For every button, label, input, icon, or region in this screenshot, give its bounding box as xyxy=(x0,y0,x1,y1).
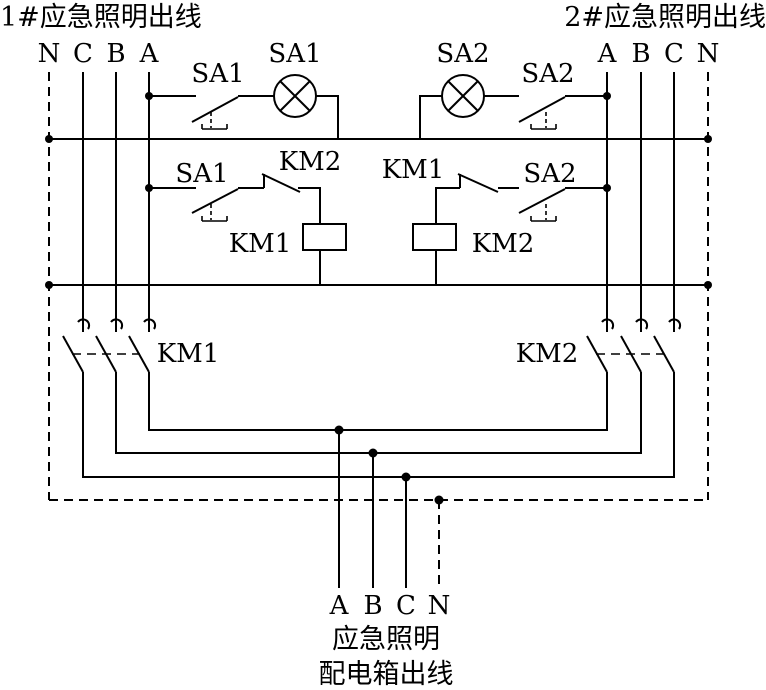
node xyxy=(704,281,712,289)
right-phase-a: A xyxy=(597,39,618,69)
left-phase-a: A xyxy=(139,39,160,69)
sa1-mid-label: SA1 xyxy=(175,159,228,189)
sa2-switch-blade xyxy=(518,96,566,123)
sa2-lamp-label: SA2 xyxy=(436,39,489,69)
left-phase-c: C xyxy=(73,39,93,69)
sa1-lamp-circuit: SA1 SA1 xyxy=(145,39,339,139)
lamp-icon xyxy=(441,74,485,118)
km1-control-circuit: SA1 KM2 KM1 xyxy=(145,147,347,285)
sa2-lamp-circuit: SA2 SA2 xyxy=(419,39,611,139)
right-phase-n: N xyxy=(697,39,720,69)
km2-main-contacts: KM2 xyxy=(516,318,682,373)
sa2-control-switch-blade xyxy=(518,188,566,214)
sa2-mid-label: SA2 xyxy=(523,159,576,189)
bottom-phase-a: A xyxy=(329,591,350,621)
node xyxy=(45,281,53,289)
sa1-lamp-label: SA1 xyxy=(268,39,321,69)
sa1-switch-blade xyxy=(191,96,239,123)
km2-main-label: KM2 xyxy=(516,339,579,369)
right-phase-b: B xyxy=(631,39,650,69)
km1-main-contacts: KM1 xyxy=(62,318,220,373)
bottom-phase-labels: A B C N xyxy=(329,591,451,621)
km2-nc-contact-blade xyxy=(261,173,301,193)
left-phase-n: N xyxy=(38,39,61,69)
sa1-control-switch-blade xyxy=(191,188,239,214)
bottom-phase-c: C xyxy=(396,591,416,621)
km2-coil xyxy=(412,223,457,251)
right-phase-labels: A B C N xyxy=(597,39,720,69)
bottom-caption-line1: 应急照明 xyxy=(332,624,440,655)
km1-main-label: KM1 xyxy=(157,339,220,369)
bottom-caption-line2: 配电箱出线 xyxy=(319,659,454,690)
left-b-wire xyxy=(115,72,642,454)
sa1-top-label: SA1 xyxy=(191,59,244,89)
km2-left-contact-label: KM2 xyxy=(279,147,342,177)
node xyxy=(45,135,53,143)
km1-coil xyxy=(302,223,347,251)
km2-coil-label: KM2 xyxy=(472,229,535,259)
km2-control-circuit: KM1 SA2 KM2 xyxy=(382,155,611,285)
right-title: 2#应急照明出线 xyxy=(564,2,766,33)
output-conductors xyxy=(334,425,444,588)
km1-nc-contact-blade xyxy=(457,173,499,193)
bottom-phase-n: N xyxy=(428,591,451,621)
right-phase-c: C xyxy=(664,39,684,69)
left-title: 1#应急照明出线 xyxy=(0,2,202,33)
left-phase-b: B xyxy=(106,39,125,69)
left-a-wire xyxy=(148,72,608,431)
bottom-phase-b: B xyxy=(363,591,382,621)
km1-coil-label: KM1 xyxy=(229,229,292,259)
node xyxy=(704,135,712,143)
km1-right-contact-label: KM1 xyxy=(382,155,445,185)
lamp-icon xyxy=(273,74,317,118)
left-phase-labels: N C B A xyxy=(38,39,160,69)
left-c-wire xyxy=(82,72,675,478)
sa2-top-label: SA2 xyxy=(521,59,574,89)
